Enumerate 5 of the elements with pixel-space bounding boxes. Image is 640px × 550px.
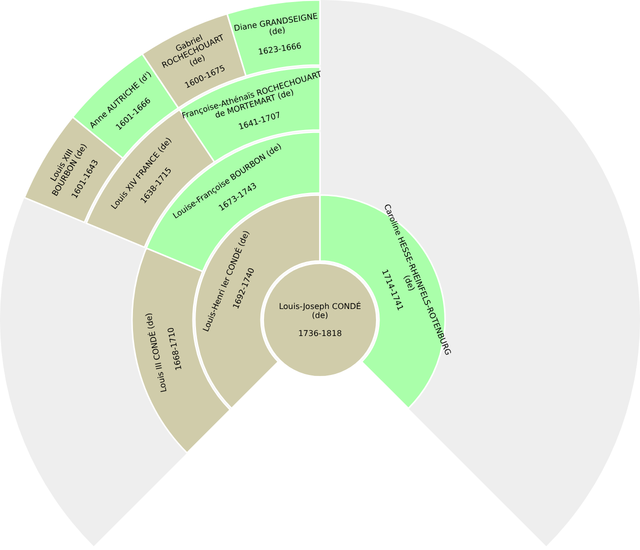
life-dates: 1623-1666	[258, 41, 302, 57]
person-name: Louis III CONDÉ (de)	[144, 312, 169, 393]
life-dates: 1736-1818	[298, 329, 342, 338]
person-circle	[262, 262, 378, 378]
person-name: Louis-Joseph CONDÉ (de)	[278, 302, 362, 320]
